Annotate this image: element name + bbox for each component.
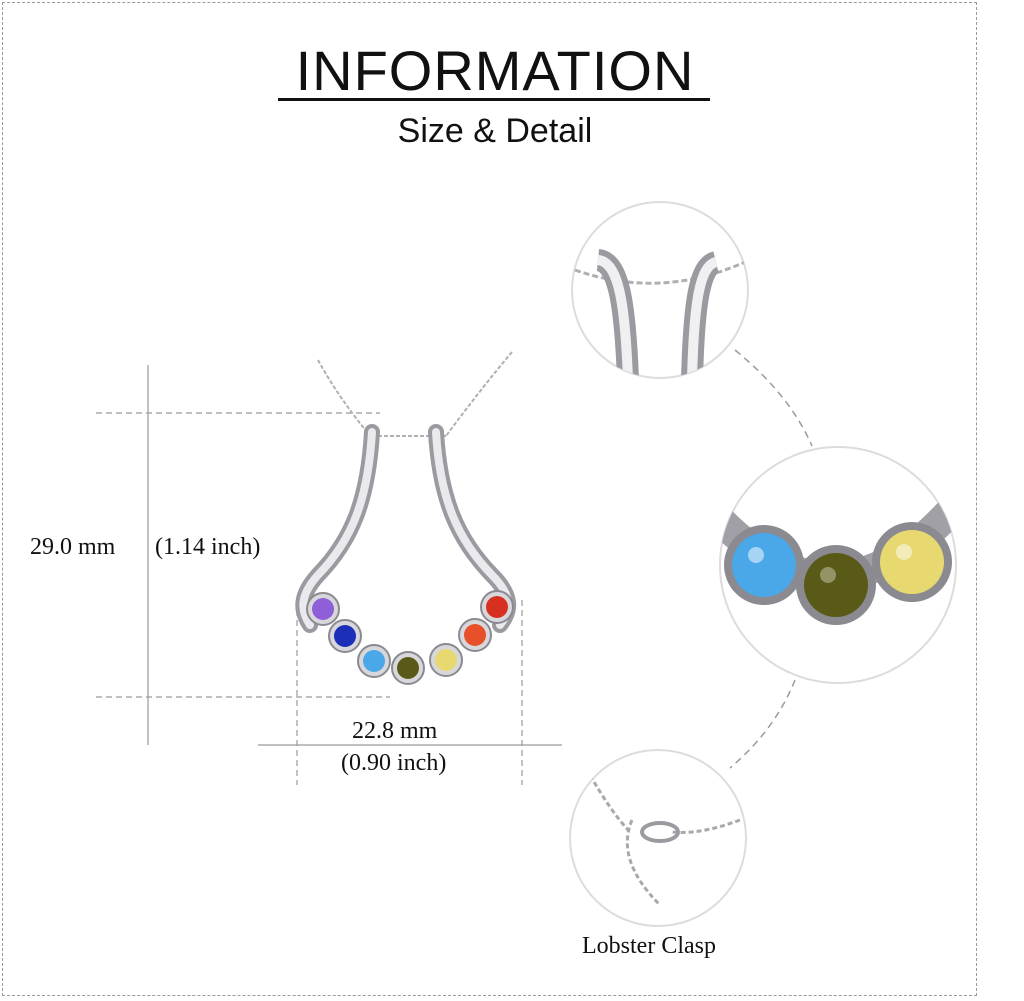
clasp-detail-circle [569, 749, 747, 927]
title-underline [278, 98, 710, 101]
height-inch-label: (1.14 inch) [155, 534, 261, 560]
page-title: INFORMATION [295, 39, 695, 102]
red-stone [486, 596, 508, 618]
citrine-stone [435, 649, 457, 671]
sapphire-stone [334, 625, 356, 647]
bail-detail-circle [571, 201, 749, 379]
height-mm-label: 29.0 mm [30, 534, 116, 560]
dimension-axes [147, 365, 562, 746]
orange-stone [464, 624, 486, 646]
purple-stone [312, 598, 334, 620]
pendant-stones [306, 590, 514, 685]
peridot-stone [397, 657, 419, 679]
width-mm-label: 22.8 mm [352, 718, 438, 744]
clasp-label: Lobster Clasp [582, 933, 716, 959]
pendant-chain [317, 351, 513, 439]
page-subtitle: Size & Detail [397, 112, 593, 150]
dashed-frame [2, 2, 977, 996]
pendant-body [295, 424, 517, 633]
dimension-guides [96, 412, 523, 785]
aquamarine-stone [363, 650, 385, 672]
width-inch-label: (0.90 inch) [341, 750, 447, 776]
stones-detail-circle [719, 446, 957, 684]
detail-connectors [729, 349, 813, 769]
